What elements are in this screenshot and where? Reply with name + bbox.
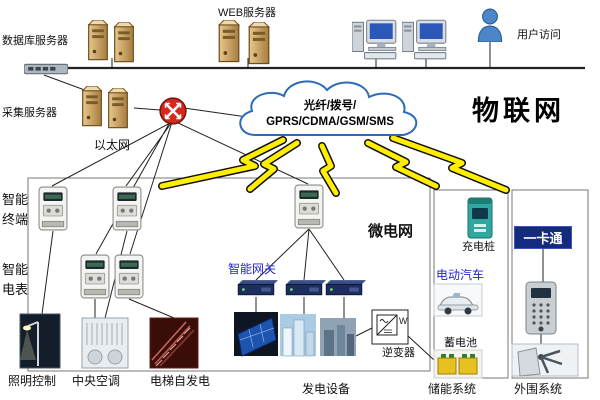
electric-vehicle-label: 电动汽车 bbox=[436, 268, 485, 282]
ev-car-image bbox=[433, 283, 483, 317]
smart-gateway-icons bbox=[237, 280, 366, 296]
charging-pile-icon bbox=[467, 197, 493, 239]
elevator-image bbox=[149, 317, 199, 369]
computer-icon bbox=[352, 19, 397, 60]
router-icon bbox=[158, 96, 188, 126]
gateway-icon bbox=[237, 280, 278, 296]
battery-label: 蓄电池 bbox=[444, 337, 477, 349]
central-ac-image bbox=[81, 317, 129, 369]
database-server-icons bbox=[88, 20, 134, 63]
computer-icon bbox=[402, 19, 447, 60]
meter-icon bbox=[38, 186, 68, 231]
charging-pile-label: 充电桩 bbox=[462, 241, 495, 253]
server-icon bbox=[248, 22, 270, 65]
server-icon bbox=[108, 88, 128, 129]
buildings-image bbox=[280, 314, 316, 357]
central-ac-label: 中央空调 bbox=[72, 374, 121, 388]
collection-server-icons bbox=[82, 86, 128, 129]
meter-icon bbox=[294, 184, 324, 229]
iot-title: 物联网 bbox=[472, 96, 565, 126]
storage-system-label: 储能系统 bbox=[428, 382, 477, 396]
gateway-icon bbox=[285, 280, 326, 296]
web-server-label: WEB服务器 bbox=[218, 7, 277, 19]
server-icon bbox=[82, 86, 102, 127]
peripheral-system-label: 外围系统 bbox=[514, 382, 563, 396]
solar-panel-image bbox=[234, 312, 278, 357]
smart-meter-icons bbox=[38, 184, 324, 299]
meter-icon bbox=[114, 254, 144, 299]
wan-cloud bbox=[239, 80, 418, 136]
meter-icon bbox=[112, 186, 142, 231]
server-icon bbox=[114, 22, 134, 63]
database-server-label: 数据库服务器 bbox=[2, 35, 68, 47]
hub-icon bbox=[24, 63, 68, 75]
gateway-icon bbox=[325, 280, 366, 296]
user-access-label: 用户访问 bbox=[517, 29, 561, 41]
lighting-control-label: 照明控制 bbox=[8, 374, 57, 388]
lightning-bolts bbox=[158, 134, 510, 197]
server-icon bbox=[88, 20, 108, 61]
battery-image bbox=[433, 349, 483, 379]
inverter-label: 逆变器 bbox=[382, 347, 415, 359]
microgrid-label: 微电网 bbox=[368, 223, 414, 240]
meter-icon bbox=[80, 254, 110, 299]
user-icon bbox=[477, 8, 503, 42]
inverter-icon: W bbox=[371, 309, 409, 345]
elevator-selfgen-label: 电梯自发电 bbox=[150, 374, 211, 388]
smart-gateway-label: 智能网关 bbox=[228, 262, 277, 276]
server-icon bbox=[218, 20, 240, 63]
cloud-label: 光纤/拨号/ GPRS/CDMA/GSM/SMS bbox=[252, 99, 408, 130]
web-server-icons bbox=[218, 20, 270, 65]
power-station-image bbox=[320, 318, 356, 356]
cloud-label-line2: GPRS/CDMA/GSM/SMS bbox=[266, 115, 394, 128]
ethernet-label: 以太网 bbox=[94, 138, 131, 152]
smart-meter-label: 智能电表 bbox=[2, 262, 29, 297]
cloud-label-line1: 光纤/拨号/ bbox=[303, 100, 357, 112]
turnstile-image bbox=[511, 343, 579, 377]
one-card-sign: 一卡通 bbox=[514, 226, 572, 249]
collection-server-label: 采集服务器 bbox=[2, 107, 57, 119]
street-light-image bbox=[19, 313, 61, 369]
access-control-image bbox=[525, 281, 557, 335]
user-workstation-icons bbox=[352, 8, 503, 60]
power-equipment-label: 发电设备 bbox=[302, 382, 351, 396]
inverter-w-text: W bbox=[399, 316, 408, 326]
smart-terminal-label: 智能终端 bbox=[2, 192, 29, 227]
